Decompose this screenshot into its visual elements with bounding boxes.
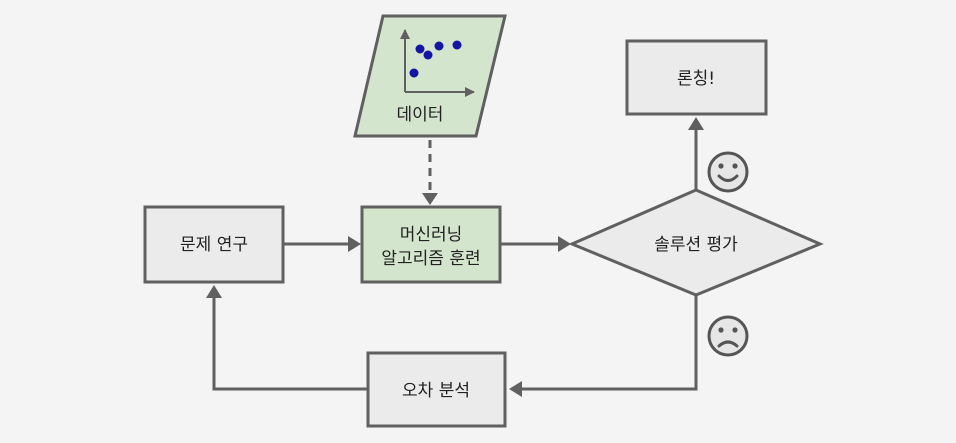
study-label: 문제 연구 (180, 235, 248, 255)
analyze-label: 오차 분석 (402, 381, 470, 401)
launch-node: 론칭! (625, 39, 768, 116)
train-node: 머신러닝 알고리즘 훈련 (360, 205, 502, 284)
evaluate-to-analyze-arrowhead (509, 381, 522, 397)
data-node: 데이터 (353, 14, 507, 138)
data-point (434, 41, 444, 51)
smiley-face-icon (707, 151, 749, 193)
train-label-line2: 알고리즘 훈련 (381, 249, 480, 269)
analyze-node: 오차 분석 (366, 351, 507, 428)
data-point (423, 50, 433, 60)
analyze-to-study-line (212, 296, 368, 391)
study-to-train-arrowhead (348, 236, 361, 252)
data-to-train-arrowhead (422, 193, 438, 205)
data-label: 데이터 (397, 105, 444, 125)
study-node: 문제 연구 (143, 205, 285, 284)
data-point (415, 44, 425, 54)
analyze-to-study-arrowhead (206, 285, 222, 298)
evaluate-label: 솔루션 평가 (654, 235, 738, 255)
train-label-line1: 머신러닝 (400, 225, 463, 245)
evaluate-to-launch-arrowhead (688, 117, 704, 130)
data-point (452, 40, 462, 50)
train-to-evaluate-arrowhead (558, 236, 571, 252)
evaluate-to-analyze-line (520, 295, 698, 391)
launch-label: 론칭! (677, 69, 715, 89)
sad-face-icon (707, 315, 749, 357)
evaluate-node: 솔루션 평가 (568, 188, 824, 297)
data-point (409, 68, 419, 78)
